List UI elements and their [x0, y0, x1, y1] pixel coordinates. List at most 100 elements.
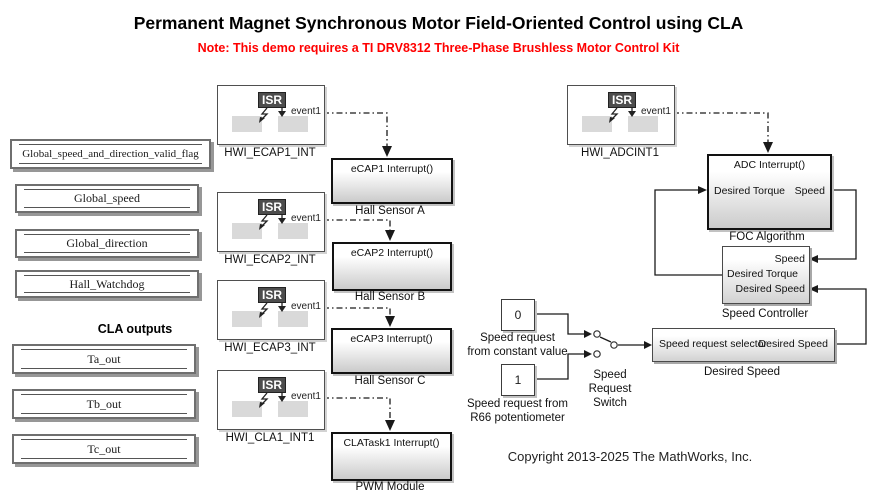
wire-controller-torque-to-foc[interactable] — [654, 189, 722, 276]
isr-pad-rect — [278, 401, 308, 417]
copyright-text: Copyright 2013-2025 The MathWorks, Inc. — [507, 449, 753, 464]
isr-pad-rect — [278, 223, 308, 239]
switch-contact-top[interactable] — [593, 330, 601, 338]
block-name-hall-sensor-a: Hall Sensor A — [355, 205, 425, 217]
isr-pad-rect — [582, 116, 612, 132]
isr-pad-rect — [232, 223, 262, 239]
isr-pad-rect — [232, 311, 262, 327]
block-name-hall-sensor-b: Hall Sensor B — [354, 291, 426, 303]
data-store-label: Global_speed — [74, 191, 140, 205]
isr-lightning-and-arrow-icon — [609, 107, 636, 123]
label-line: Switch — [593, 397, 627, 409]
data-store-label: Tc_out — [87, 441, 121, 456]
data-store-label: Hall_Watchdog — [69, 276, 145, 291]
data-store-label: Global_direction — [66, 236, 148, 250]
isr-badge: ISR — [258, 287, 287, 303]
port-speed-request-selector-in: Speed request selector — [659, 338, 767, 350]
model-title: Permanent Magnet Synchronous Motor Field… — [133, 13, 744, 33]
wire-event-ecap2[interactable] — [323, 219, 391, 232]
wire-event-ecap1[interactable] — [323, 112, 388, 148]
isr-block-hwi-ecap3-int[interactable]: ISR event1 — [217, 280, 325, 340]
arrowhead — [584, 350, 592, 358]
arrowhead — [385, 420, 395, 431]
data-store-global-direction[interactable]: Global_direction — [15, 229, 199, 258]
switch-lever[interactable] — [599, 336, 612, 343]
wire-event-cla1[interactable] — [323, 397, 391, 422]
data-store-tc-out[interactable]: Tc_out — [12, 434, 196, 464]
switch-pivot[interactable] — [610, 341, 618, 349]
port-desired-torque-out: Desired Torque — [727, 268, 799, 280]
data-store-global-speed[interactable]: Global_speed — [15, 184, 199, 213]
label-line: from constant value — [467, 346, 568, 358]
subsystem-foc-algorithm[interactable]: ADC Interrupt() Desired Torque Speed — [707, 154, 832, 230]
wire-const0-to-switch[interactable] — [533, 313, 584, 335]
model-note: Note: This demo requires a TI DRV8312 Th… — [197, 41, 680, 55]
isr-block-hwi-ecap2-int[interactable]: ISR event1 — [217, 192, 325, 252]
wire-event-ecap3[interactable] — [323, 307, 391, 318]
subsystem-desired-speed[interactable]: Speed request selector Desired Speed — [652, 328, 835, 362]
event1-port-label: event1 — [290, 301, 321, 312]
data-store-ta-out[interactable]: Ta_out — [12, 344, 196, 374]
block-name-speed-controller: Speed Controller — [721, 308, 809, 320]
constant-value: 0 — [514, 308, 522, 322]
data-store-global-speed-and-direction-valid-flag[interactable]: Global_speed_and_direction_valid_flag — [10, 139, 211, 169]
block-name-pwm-module: PWM Module — [355, 481, 425, 493]
isr-lightning-and-arrow-icon — [259, 392, 286, 408]
block-name-hwi-ecap1-int: HWI_ECAP1_INT — [224, 147, 316, 159]
arrowhead — [809, 255, 818, 263]
label-speed-request-constant: Speed request from constant value — [455, 331, 580, 359]
block-name-hall-sensor-c: Hall Sensor C — [354, 375, 426, 387]
arrowhead — [763, 142, 773, 153]
isr-badge: ISR — [258, 377, 287, 393]
port-speed-out: Speed — [794, 185, 825, 197]
wire-const1-to-switch[interactable] — [533, 353, 584, 380]
isr-block-hwi-adcint1[interactable]: ISR event1 — [567, 85, 675, 145]
isr-badge: ISR — [608, 92, 637, 108]
constant-block-1[interactable]: 1 — [501, 364, 535, 396]
subsystem-hall-sensor-b[interactable]: eCAP2 Interrupt() — [332, 242, 452, 291]
block-name-hwi-adcint1: HWI_ADCINT1 — [581, 147, 659, 159]
data-store-label: Global_speed_and_direction_valid_flag — [22, 148, 199, 160]
subsystem-speed-controller[interactable]: Speed Desired Torque Desired Speed — [722, 246, 810, 304]
arrowhead — [698, 186, 707, 194]
arrowhead — [584, 330, 592, 338]
arrowhead — [382, 146, 392, 157]
switch-contact-bottom[interactable] — [593, 350, 601, 358]
block-name-hwi-ecap3-int: HWI_ECAP3_INT — [224, 342, 316, 354]
function-call-port-label: eCAP2 Interrupt() — [350, 247, 434, 259]
constant-block-0[interactable]: 0 — [501, 299, 535, 331]
arrowhead — [385, 316, 395, 327]
port-speed-in: Speed — [774, 253, 805, 265]
arrowhead — [809, 285, 818, 293]
arrowhead — [644, 341, 652, 349]
isr-pad-rect — [278, 116, 308, 132]
subsystem-pwm-module[interactable]: CLATask1 Interrupt() — [331, 432, 452, 481]
label-line: Request — [588, 383, 632, 395]
data-store-tb-out[interactable]: Tb_out — [12, 389, 196, 419]
label-line: Speed request — [480, 332, 555, 344]
label-speed-request-switch: Speed Request Switch — [570, 368, 650, 410]
isr-pad-rect — [278, 311, 308, 327]
label-line: Speed — [593, 369, 627, 381]
arrowhead — [385, 230, 395, 241]
label-line: R66 potentiometer — [470, 412, 565, 424]
wire-selector-to-controller[interactable] — [818, 288, 867, 345]
event1-port-label: event1 — [290, 391, 321, 402]
subsystem-hall-sensor-c[interactable]: eCAP3 Interrupt() — [331, 328, 452, 374]
label-line: Speed request from — [466, 398, 568, 410]
port-desired-speed-out: Desired Speed — [758, 338, 828, 350]
data-store-label: Tb_out — [86, 396, 122, 411]
wire-event-adc[interactable] — [673, 112, 769, 144]
block-name-desired-speed: Desired Speed — [703, 366, 781, 378]
isr-block-hwi-ecap1-int[interactable]: ISR event1 — [217, 85, 325, 145]
block-name-foc-algorithm: FOC Algorithm — [729, 231, 805, 243]
wire-foc-speed-to-controller[interactable] — [818, 189, 857, 260]
event1-port-label: event1 — [290, 106, 321, 117]
data-store-label: Ta_out — [87, 351, 121, 366]
isr-block-hwi-cla1-int1[interactable]: ISR event1 — [217, 370, 325, 430]
isr-badge: ISR — [258, 199, 287, 215]
data-store-hall-watchdog[interactable]: Hall_Watchdog — [15, 270, 199, 298]
subsystem-hall-sensor-a[interactable]: eCAP1 Interrupt() — [331, 158, 453, 204]
